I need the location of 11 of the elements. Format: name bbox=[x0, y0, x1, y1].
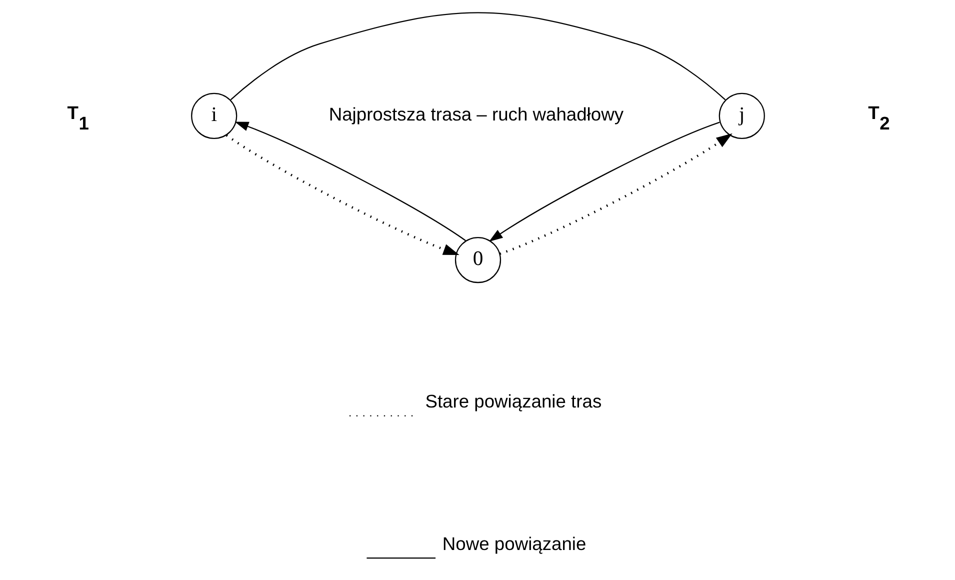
arrow bbox=[488, 122, 720, 242]
node-circle: 0 bbox=[454, 236, 501, 284]
label: Najprostsza trasa – ruch wahadłowy bbox=[328, 103, 623, 124]
arrow bbox=[225, 134, 459, 255]
connector bbox=[230, 12, 726, 100]
legend-label: Stare powiązanie tras bbox=[424, 390, 602, 412]
legend-label: Nowe powiązanie bbox=[442, 532, 586, 554]
arrow bbox=[234, 122, 466, 242]
node-circle: j bbox=[718, 92, 764, 139]
arrow bbox=[499, 133, 732, 255]
node-circle: i bbox=[190, 92, 237, 139]
